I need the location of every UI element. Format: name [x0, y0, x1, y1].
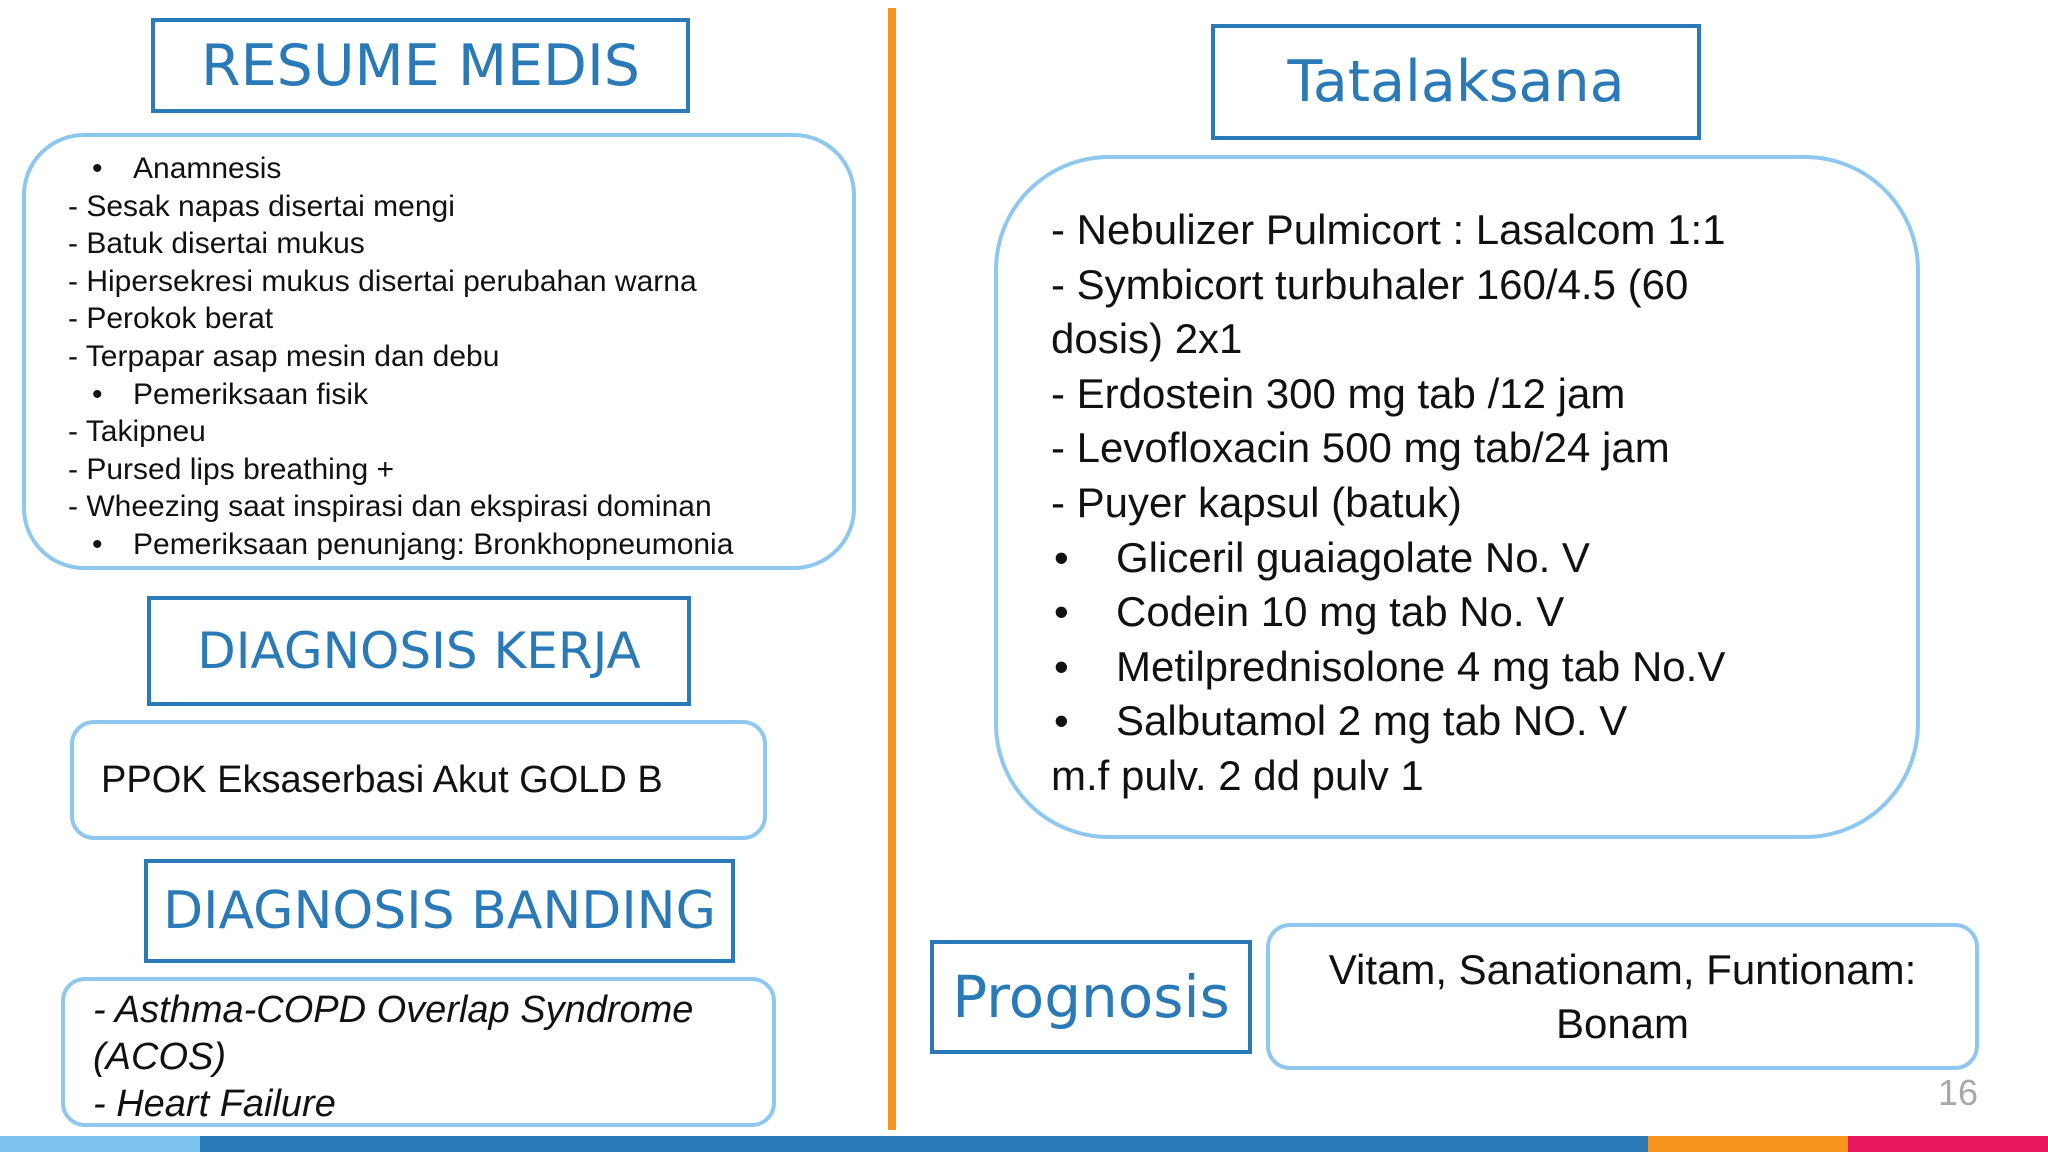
resume-line: - Takipneu	[68, 415, 206, 449]
prognosis-line: Vitam, Sanationam, Funtionam:	[1328, 945, 1917, 993]
bullet: •	[1054, 642, 1069, 690]
diagnosis-banding-line: - Asthma-COPD Overlap Syndrome	[93, 989, 694, 1031]
resume-medis-heading: RESUME MEDIS	[151, 18, 690, 113]
bullet: •	[1054, 588, 1069, 636]
resume-line: - Pursed lips breathing +	[68, 452, 395, 486]
tatalaksana-box: - Nebulizer Pulmicort : Lasalcom 1:1 - S…	[994, 155, 1920, 839]
resume-line: - Sesak napas disertai mengi	[68, 189, 455, 223]
footer-segment	[200, 1136, 1648, 1152]
prognosis-line: Bonam	[1555, 999, 1690, 1047]
tatalaksana-line: m.f pulv. 2 dd pulv 1	[1051, 751, 1424, 799]
footer-color-bar	[0, 1136, 2048, 1152]
tatalaksana-line: •Codein 10 mg tab No. V	[1051, 585, 1916, 640]
tatalaksana-line: •Metilprednisolone 4 mg tab No.V	[1051, 640, 1916, 695]
diagnosis-kerja-heading: DIAGNOSIS KERJA	[147, 596, 691, 706]
prognosis-box: Vitam, Sanationam, Funtionam: Bonam	[1266, 923, 1979, 1070]
tatalaksana-line: - Levofloxacin 500 mg tab/24 jam	[1051, 424, 1670, 472]
tatalaksana-line: •Gliceril guaiagolate No. V	[1051, 531, 1916, 586]
diagnosis-banding-line: (ACOS)	[93, 1036, 226, 1078]
bullet: •	[92, 152, 103, 185]
resume-line: - Terpapar asap mesin dan debu	[68, 339, 500, 373]
bullet: •	[1054, 533, 1069, 581]
column-divider	[888, 8, 896, 1130]
resume-line: •Anamnesis	[68, 150, 852, 188]
page-number: 16	[1938, 1072, 1979, 1113]
tatalaksana-line: dosis) 2x1	[1051, 315, 1243, 363]
diagnosis-kerja-text: PPOK Eksaserbasi Akut GOLD B	[101, 758, 663, 801]
bullet: •	[92, 377, 103, 411]
resume-line: •Pemeriksaan penunjang: Bronkhopneumonia	[68, 526, 852, 564]
diagnosis-banding-box: - Asthma-COPD Overlap Syndrome (ACOS) - …	[61, 977, 776, 1127]
diagnosis-banding-heading: DIAGNOSIS BANDING	[144, 859, 735, 963]
bullet: •	[1054, 697, 1069, 745]
footer-segment	[1848, 1136, 2048, 1152]
tatalaksana-line: - Erdostein 300 mg tab /12 jam	[1051, 369, 1626, 417]
resume-line: •Pemeriksaan fisik	[68, 376, 852, 414]
bullet: •	[92, 527, 103, 561]
diagnosis-banding-line: - Heart Failure	[93, 1083, 336, 1125]
diagnosis-kerja-box: PPOK Eksaserbasi Akut GOLD B	[70, 720, 767, 840]
resume-line: - Batuk disertai mukus	[68, 227, 365, 261]
resume-line: - Hipersekresi mukus disertai perubahan …	[68, 264, 697, 298]
tatalaksana-line: •Salbutamol 2 mg tab NO. V	[1051, 694, 1916, 749]
tatalaksana-line: - Symbicort turbuhaler 160/4.5 (60	[1051, 260, 1689, 308]
resume-medis-box: •Anamnesis - Sesak napas disertai mengi …	[22, 133, 856, 570]
tatalaksana-line: - Puyer kapsul (batuk)	[1051, 478, 1462, 526]
resume-line: - Perokok berat	[68, 302, 274, 336]
footer-segment	[0, 1136, 200, 1152]
footer-segment	[1648, 1136, 1848, 1152]
resume-line: - Wheezing saat inspirasi dan ekspirasi …	[68, 490, 712, 524]
tatalaksana-heading: Tatalaksana	[1211, 24, 1701, 140]
tatalaksana-line: - Nebulizer Pulmicort : Lasalcom 1:1	[1051, 206, 1726, 253]
prognosis-heading: Prognosis	[930, 940, 1252, 1054]
